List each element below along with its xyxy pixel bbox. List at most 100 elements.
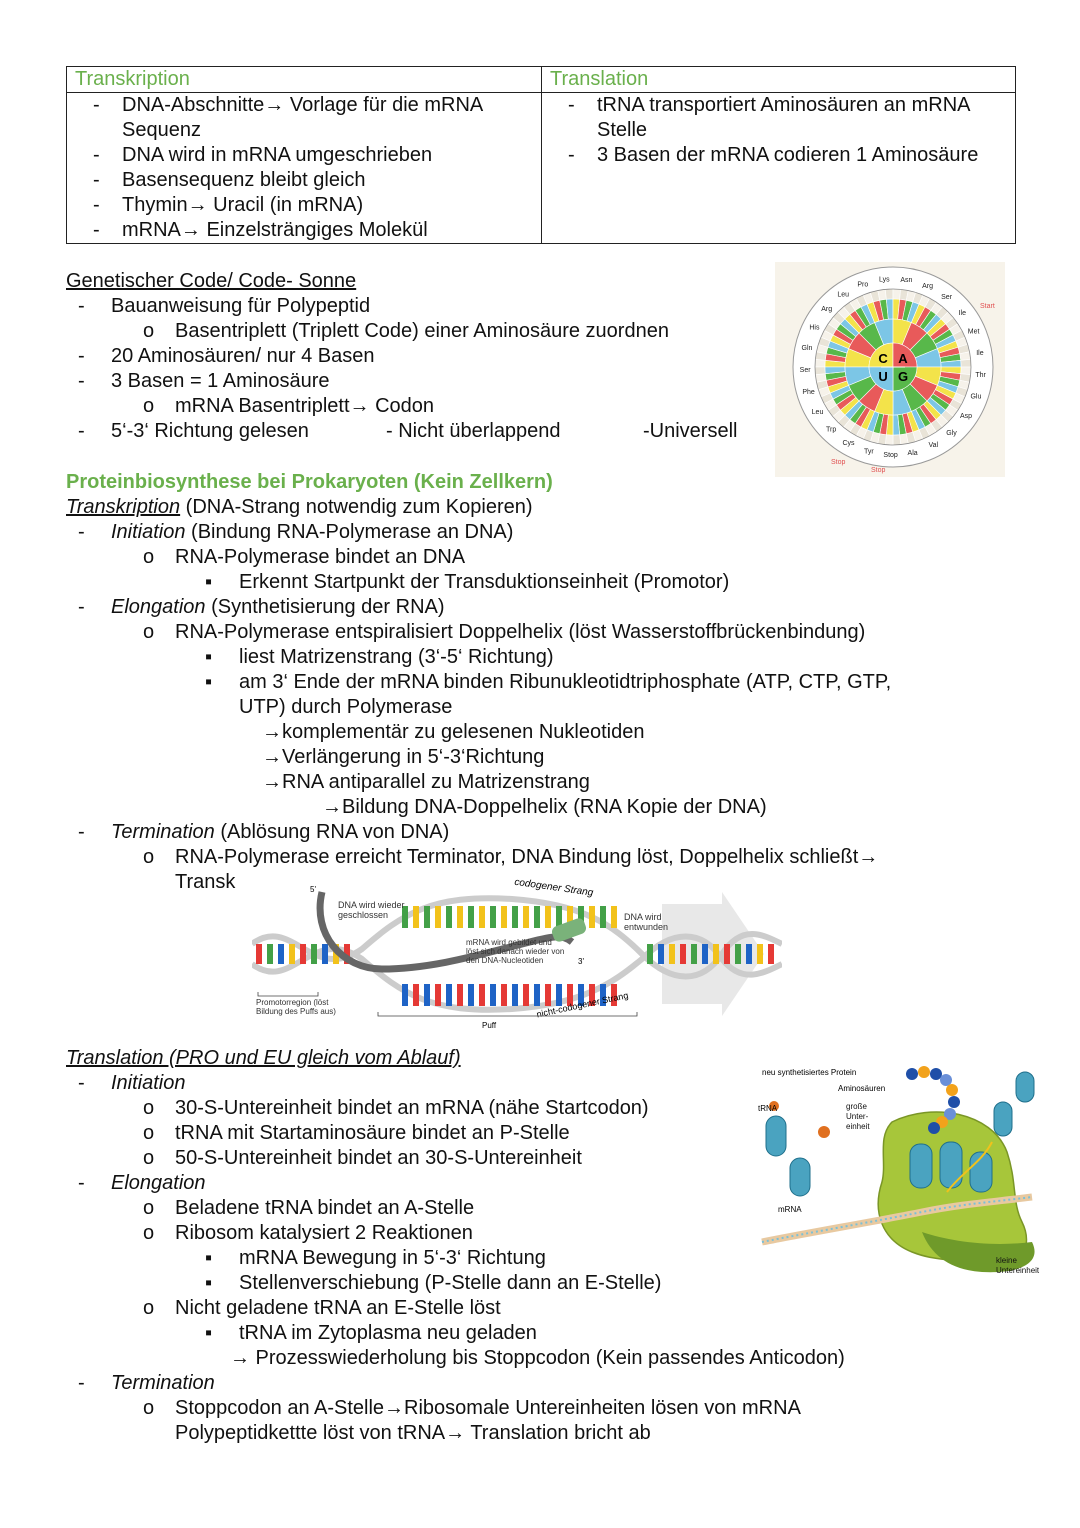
sun-inner-g: G <box>898 369 908 384</box>
dna-base-pair <box>289 944 295 964</box>
sun-amino-label: Ser <box>941 294 953 301</box>
ribosome-figure: neu synthetisiertes Protein Aminosäuren … <box>752 1062 1052 1284</box>
text-line: RNA-Polymerase erreicht Terminator, DNA … <box>175 846 879 868</box>
dna-base-pair <box>512 906 518 928</box>
list-item: DNA wird in mRNA umgeschrieben <box>75 143 519 168</box>
dna-base-pair <box>278 944 284 964</box>
sun-amino-label: Arg <box>821 306 832 313</box>
dna-base-pair <box>457 906 463 928</box>
sun-amino-label: Phe <box>802 389 815 396</box>
list-item: DNA-Abschnitte→ Vorlage für die mRNA Seq… <box>75 93 519 143</box>
sun-inner-u: U <box>878 369 887 384</box>
text-line: liest Matrizenstrang (3‘-5‘ Richtung) <box>239 646 554 668</box>
dna-base-pair <box>512 984 518 1006</box>
transkription-title: Transkription <box>66 496 181 518</box>
sun-amino-label: Leu <box>837 291 849 298</box>
dna-base-pair <box>556 984 562 1006</box>
text-line: Transk <box>175 871 236 893</box>
dna-base-pair <box>501 984 507 1006</box>
dna-base-pair <box>589 984 595 1006</box>
sun-amino-label: Val <box>928 442 938 449</box>
translation-termination: Termination <box>111 1372 215 1394</box>
dna-five-prime: 5' <box>310 885 316 894</box>
dna-base-pair <box>545 984 551 1006</box>
dna-base-pair <box>713 944 719 964</box>
dna-base-pair <box>413 984 419 1006</box>
dna-base-pair <box>600 906 606 928</box>
text-line: am 3‘ Ende der mRNA binden Ribunukleotid… <box>239 671 892 693</box>
dna-base-pair <box>647 944 653 964</box>
table-header-translation: Translation <box>541 66 1016 93</box>
code-heading: Genetischer Code/ Code- Sonne <box>66 270 357 292</box>
initiation-title: Initiation <box>111 521 186 543</box>
text-line: Polypeptidkettte löst von tRNA→ Translat… <box>175 1422 651 1444</box>
dna-base-pair <box>322 944 328 964</box>
code-line-3: 20 Aminosäuren/ nur 4 Basen <box>111 345 375 367</box>
sun-inner-c: C <box>878 351 888 366</box>
code-line-6b: - Nicht überlappend <box>386 420 561 442</box>
dna-base-pair <box>768 944 774 964</box>
proka-heading: Proteinbiosynthese bei Prokaryoten (Kein… <box>66 471 553 493</box>
code-sun-segment <box>892 434 901 446</box>
dna-base-pair <box>578 984 584 1006</box>
sun-amino-label: Gly <box>946 430 957 437</box>
dna-promo-label: Promotorregion (löst Bildung des Puffs a… <box>256 998 336 1016</box>
amino-acid-bead <box>930 1068 942 1080</box>
dna-base-pair <box>556 906 562 928</box>
dna-base-pair <box>468 906 474 928</box>
dna-base-pair <box>344 944 350 964</box>
amino-acid-bead <box>944 1108 956 1120</box>
text-line: tRNA im Zytoplasma neu geladen <box>239 1322 537 1344</box>
dna-base-pair <box>446 906 452 928</box>
sun-amino-label: Glu <box>970 393 981 400</box>
code-sun-segment <box>960 366 972 375</box>
translation-cell: tRNA transportiert Aminosäuren an mRNA S… <box>541 92 1016 244</box>
dna-base-pair <box>479 984 485 1006</box>
dna-base-pair <box>413 906 419 928</box>
dna-base-pair <box>479 906 485 928</box>
amino-acid-bead <box>906 1068 918 1080</box>
dna-base-pair <box>468 984 474 1006</box>
text-line: →Verlängerung in 5‘-3‘Richtung <box>262 746 545 768</box>
dna-base-pair <box>578 906 584 928</box>
dna-transcription-figure: 5' 3' codogener Strang nicht-codogener S… <box>252 874 782 1034</box>
code-sun-segment <box>960 359 972 368</box>
text-line: mRNA Bewegung in 5‘-3‘ Richtung <box>239 1247 546 1269</box>
list-item: mRNA→ Einzelsträngiges Molekül <box>75 218 519 243</box>
sun-start-label: Start <box>980 303 995 310</box>
dna-base-pair <box>534 984 540 1006</box>
sun-amino-label: Ser <box>800 367 812 374</box>
sun-amino-label: Arg <box>922 283 933 290</box>
code-line-6c: -Universell <box>643 420 738 442</box>
code-sun-segment <box>814 359 826 368</box>
dna-three-prime: 3' <box>578 957 584 966</box>
text-line: Beladene tRNA bindet an A-Stelle <box>175 1197 475 1219</box>
dna-base-pair <box>746 944 752 964</box>
text-line: Nicht geladene tRNA an E-Stelle löst <box>175 1297 501 1319</box>
text-line: 50-S-Untereinheit bindet an 30-S-Unterei… <box>175 1147 582 1169</box>
code-line-4: 3 Basen = 1 Aminosäure <box>111 370 330 392</box>
dna-base-pair <box>611 984 617 1006</box>
dna-puff-label: Puff <box>482 1021 497 1030</box>
dna-base-pair <box>490 984 496 1006</box>
translation-initiation: Initiation <box>111 1072 186 1094</box>
sun-amino-label: Stop <box>883 452 898 459</box>
dna-unwound-label: DNA wird entwunden <box>624 912 669 932</box>
dna-base-pair <box>724 944 730 964</box>
dna-base-pair <box>567 906 573 928</box>
dna-base-pair <box>567 984 573 1006</box>
code-line-1: Bauanweisung für Polypeptid <box>111 295 371 317</box>
sun-amino-label: Asp <box>960 413 972 420</box>
code-sun-segment <box>868 366 894 392</box>
dna-closed-label: DNA wird wieder geschlossen <box>338 900 405 920</box>
dna-base-pair <box>402 906 408 928</box>
code-sun-segment <box>885 288 894 300</box>
sun-amino-label: Pro <box>857 281 868 288</box>
text-line: →Bildung DNA-Doppelhelix (RNA Kopie der … <box>322 796 767 818</box>
code-line-2: Basentriplett (Triplett Code) einer Amin… <box>175 320 669 342</box>
dna-base-pair <box>523 984 529 1006</box>
dna-base-pair <box>446 984 452 1006</box>
dna-base-pair <box>300 944 306 964</box>
dna-base-pair <box>702 944 708 964</box>
dna-base-pair <box>501 906 507 928</box>
